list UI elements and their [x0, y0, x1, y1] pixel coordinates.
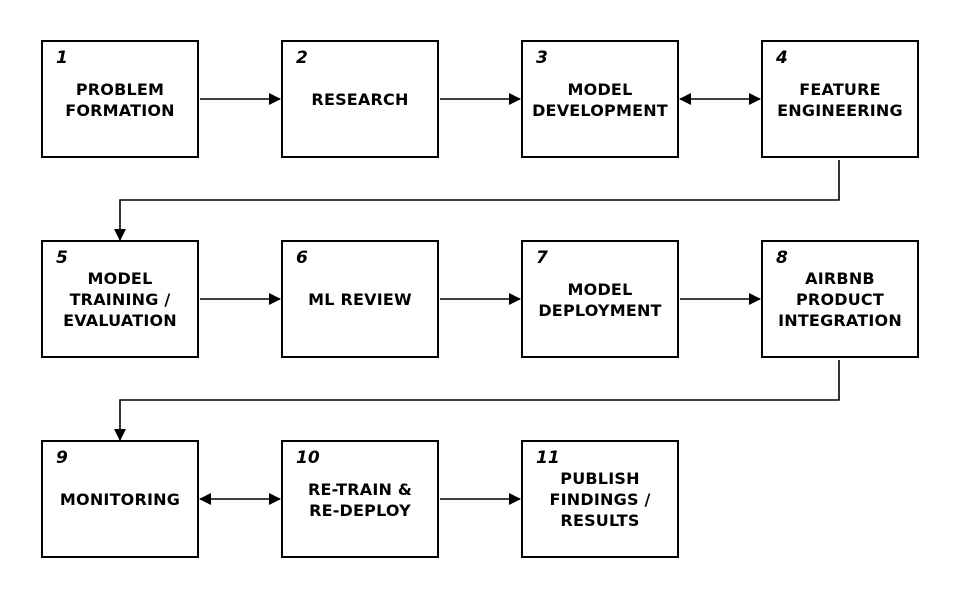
- step-box-8: 8 AIRBNB PRODUCT INTEGRATION: [761, 240, 919, 358]
- step-box-5: 5 MODEL TRAINING / EVALUATION: [41, 240, 199, 358]
- arrow-8-to-9: [114, 360, 840, 441]
- step-number: 8: [776, 248, 788, 268]
- step-box-2: 2 RESEARCH: [281, 40, 439, 158]
- step-label: MODEL TRAINING / EVALUATION: [63, 269, 177, 330]
- step-label: FEATURE ENGINEERING: [777, 80, 903, 120]
- step-label: MONITORING: [59, 490, 181, 509]
- step-number: 2: [296, 48, 308, 68]
- step-box-7: 7 MODEL DEPLOYMENT: [521, 240, 679, 358]
- step-box-6: 6 ML REVIEW: [281, 240, 439, 358]
- step-label: ML REVIEW: [308, 290, 412, 309]
- step-number: 6: [296, 248, 308, 268]
- step-label: MODEL DEVELOPMENT: [532, 80, 668, 120]
- step-box-10: 10 RE-TRAIN & RE-DEPLOY: [281, 440, 439, 558]
- step-box-3: 3 MODEL DEVELOPMENT: [521, 40, 679, 158]
- step-number: 1: [56, 48, 68, 68]
- step-label: RE-TRAIN & RE-DEPLOY: [307, 480, 413, 520]
- step-box-1: 1 PROBLEM FORMATION: [41, 40, 199, 158]
- step-number: 4: [776, 48, 788, 68]
- step-label: RESEARCH: [311, 90, 409, 109]
- step-label: PROBLEM FORMATION: [65, 80, 175, 120]
- step-number: 3: [536, 48, 548, 68]
- step-number: 11: [536, 448, 560, 468]
- step-number: 10: [296, 448, 320, 468]
- step-box-9: 9 MONITORING: [41, 440, 199, 558]
- step-box-4: 4 FEATURE ENGINEERING: [761, 40, 919, 158]
- step-label: MODEL DEPLOYMENT: [538, 280, 662, 320]
- step-label: PUBLISH FINDINGS / RESULTS: [549, 469, 651, 530]
- step-number: 9: [56, 448, 68, 468]
- step-number: 7: [536, 248, 548, 268]
- step-box-11: 11 PUBLISH FINDINGS / RESULTS: [521, 440, 679, 558]
- step-number: 5: [56, 248, 68, 268]
- step-label: AIRBNB PRODUCT INTEGRATION: [778, 269, 902, 330]
- arrow-4-to-5: [114, 160, 840, 241]
